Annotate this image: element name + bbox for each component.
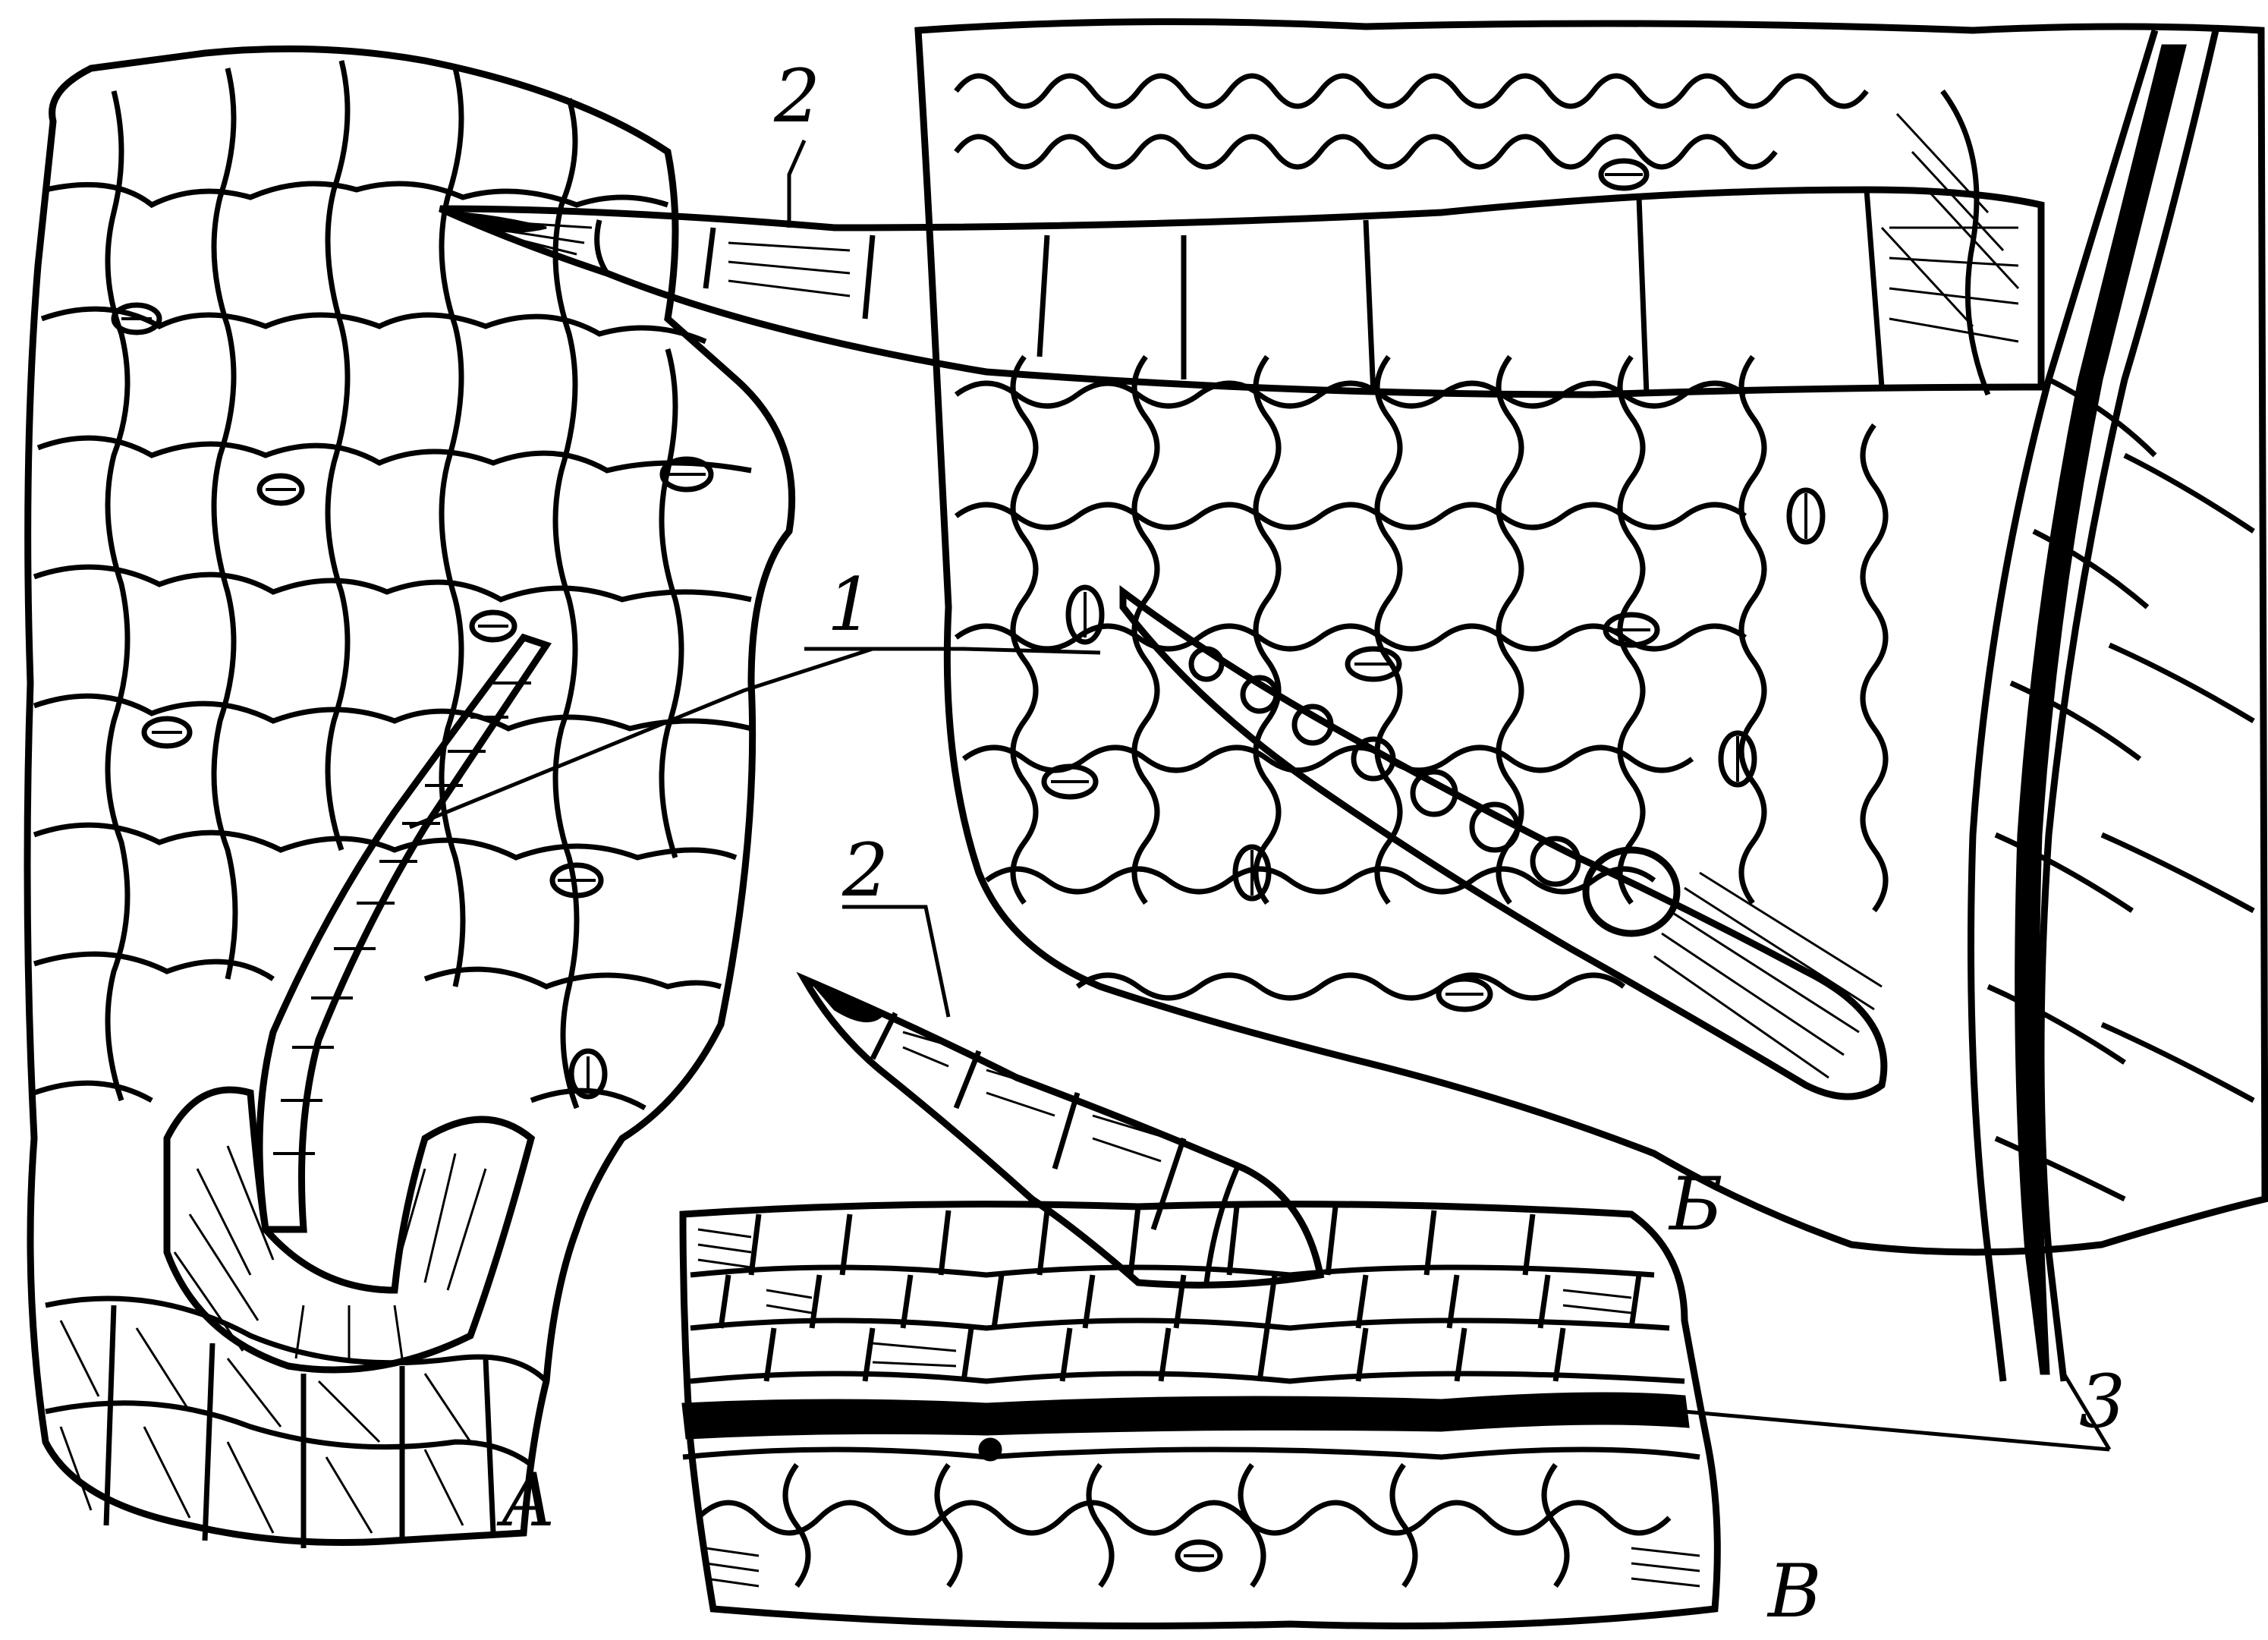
panel-b-outline (918, 22, 2265, 1252)
panel-v-hair-2 (804, 979, 1320, 1285)
panel-v-epidermis (683, 979, 1717, 1626)
panel-a-epidermis (27, 49, 792, 1548)
panel-v-cell-rows (690, 1207, 1684, 1381)
panel-label-a: А (496, 1458, 556, 1543)
panel-b-top-wavy-cells (956, 76, 1867, 167)
callout-2-bottom: 2 (841, 828, 889, 913)
panel-v-vein (683, 1393, 1700, 1460)
panel-b-leaf-margin (1882, 30, 2254, 1381)
panel-b-hair-2 (440, 190, 2041, 395)
panel-v-lower-wavy-cells (698, 1465, 1700, 1586)
leader-2-top (789, 140, 804, 228)
callout-1: 1 (827, 562, 873, 647)
panel-a-hair-1 (167, 637, 546, 1370)
leader-1-to-panel-a (410, 649, 873, 827)
panel-label-v: В (1766, 1549, 1822, 1634)
panel-b-hair-1 (1123, 592, 1884, 1097)
leader-3-to-panel-v (1684, 1412, 2109, 1450)
callout-3: 3 (2079, 1359, 2125, 1444)
panel-b-stomata (1044, 161, 1823, 1009)
panel-label-b: Б (1668, 1162, 1723, 1247)
callout-2-top: 2 (773, 54, 820, 139)
